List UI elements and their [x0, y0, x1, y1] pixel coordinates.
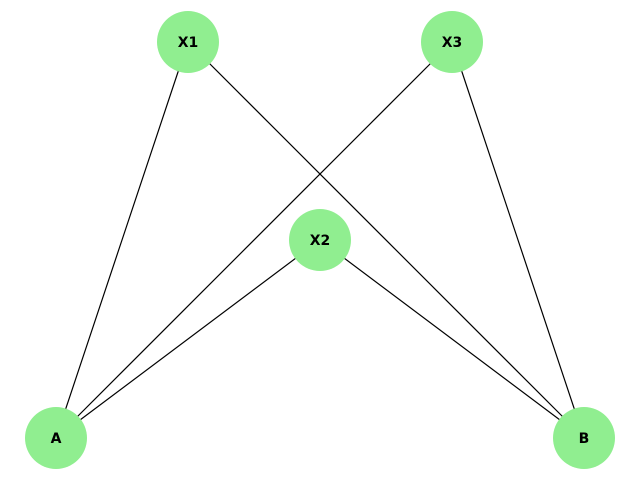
edge-a-x1 [55, 41, 189, 439]
edge-a-x2 [55, 239, 321, 439]
node-circle [25, 407, 87, 469]
node-label: B [579, 431, 590, 447]
edge-b-x3 [451, 41, 585, 439]
node-a: A [25, 407, 87, 469]
node-x3: X3 [421, 11, 483, 73]
edge-a-x3 [55, 41, 453, 439]
node-circle [553, 407, 615, 469]
node-circle [421, 11, 483, 73]
edge-b-x2 [319, 239, 585, 439]
node-circle [289, 209, 351, 271]
node-x1: X1 [157, 11, 219, 73]
edge-layer [55, 41, 585, 439]
node-label: X1 [178, 35, 199, 51]
edge-b-x1 [187, 41, 585, 439]
node-b: B [553, 407, 615, 469]
node-label: X3 [442, 35, 463, 51]
node-label: A [51, 431, 62, 447]
node-x2: X2 [289, 209, 351, 271]
node-label: X2 [310, 233, 331, 249]
node-circle [157, 11, 219, 73]
